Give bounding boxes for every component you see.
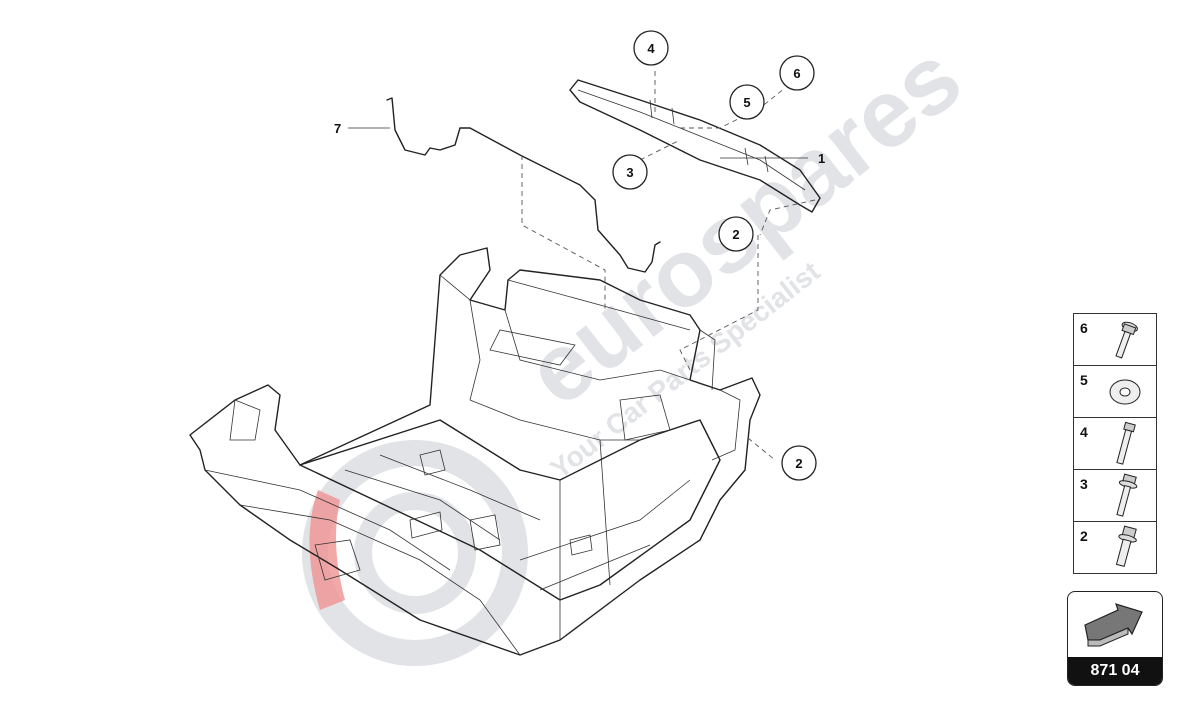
svg-text:3: 3 (626, 165, 633, 180)
legend-item-6: 6 (1074, 314, 1156, 366)
callout-3: 3 (612, 154, 648, 190)
leader-lines (521, 70, 816, 461)
callout-7: 7 (334, 121, 341, 136)
threaded-stud-icon (1115, 525, 1137, 568)
svg-text:2: 2 (795, 456, 802, 471)
svg-text:1: 1 (818, 151, 825, 166)
legend-item-4: 4 (1074, 418, 1156, 470)
bolt-icon (1116, 421, 1136, 465)
legend-number: 2 (1080, 528, 1088, 544)
callout-6: 6 (779, 55, 815, 91)
watermark: eurospares Your Car Parts Specialist (302, 24, 981, 666)
chassis-floor (189, 247, 761, 656)
svg-text:2: 2 (732, 227, 739, 242)
legend-item-2: 2 (1074, 522, 1156, 573)
callout-5: 5 (729, 84, 765, 120)
page-code-box: 871 04 (1067, 591, 1163, 686)
svg-text:4: 4 (647, 41, 655, 56)
callout-4: 4 (633, 30, 669, 66)
svg-text:7: 7 (334, 121, 341, 136)
svg-text:6: 6 (793, 66, 800, 81)
fastener-legend: 6 5 4 3 (1073, 313, 1157, 574)
cable-part (386, 97, 661, 273)
legend-number: 5 (1080, 372, 1088, 388)
legend-number: 4 (1080, 424, 1088, 440)
legend-number: 3 (1080, 476, 1088, 492)
bolt-with-washer-icon (1115, 321, 1138, 359)
legend-item-3: 3 (1074, 470, 1156, 522)
cross-member-part (569, 79, 821, 213)
callout-2-top: 2 (718, 216, 754, 252)
washer-icon (1109, 379, 1141, 405)
page-code-label: 871 04 (1068, 657, 1162, 685)
bolt-with-collar-icon (1116, 473, 1138, 517)
callout-1: 1 (818, 151, 825, 166)
legend-item-5: 5 (1074, 366, 1156, 418)
arrow-icon (1084, 603, 1143, 647)
svg-text:5: 5 (743, 95, 750, 110)
legend-number: 6 (1080, 320, 1088, 336)
callout-2-bottom: 2 (781, 445, 817, 481)
